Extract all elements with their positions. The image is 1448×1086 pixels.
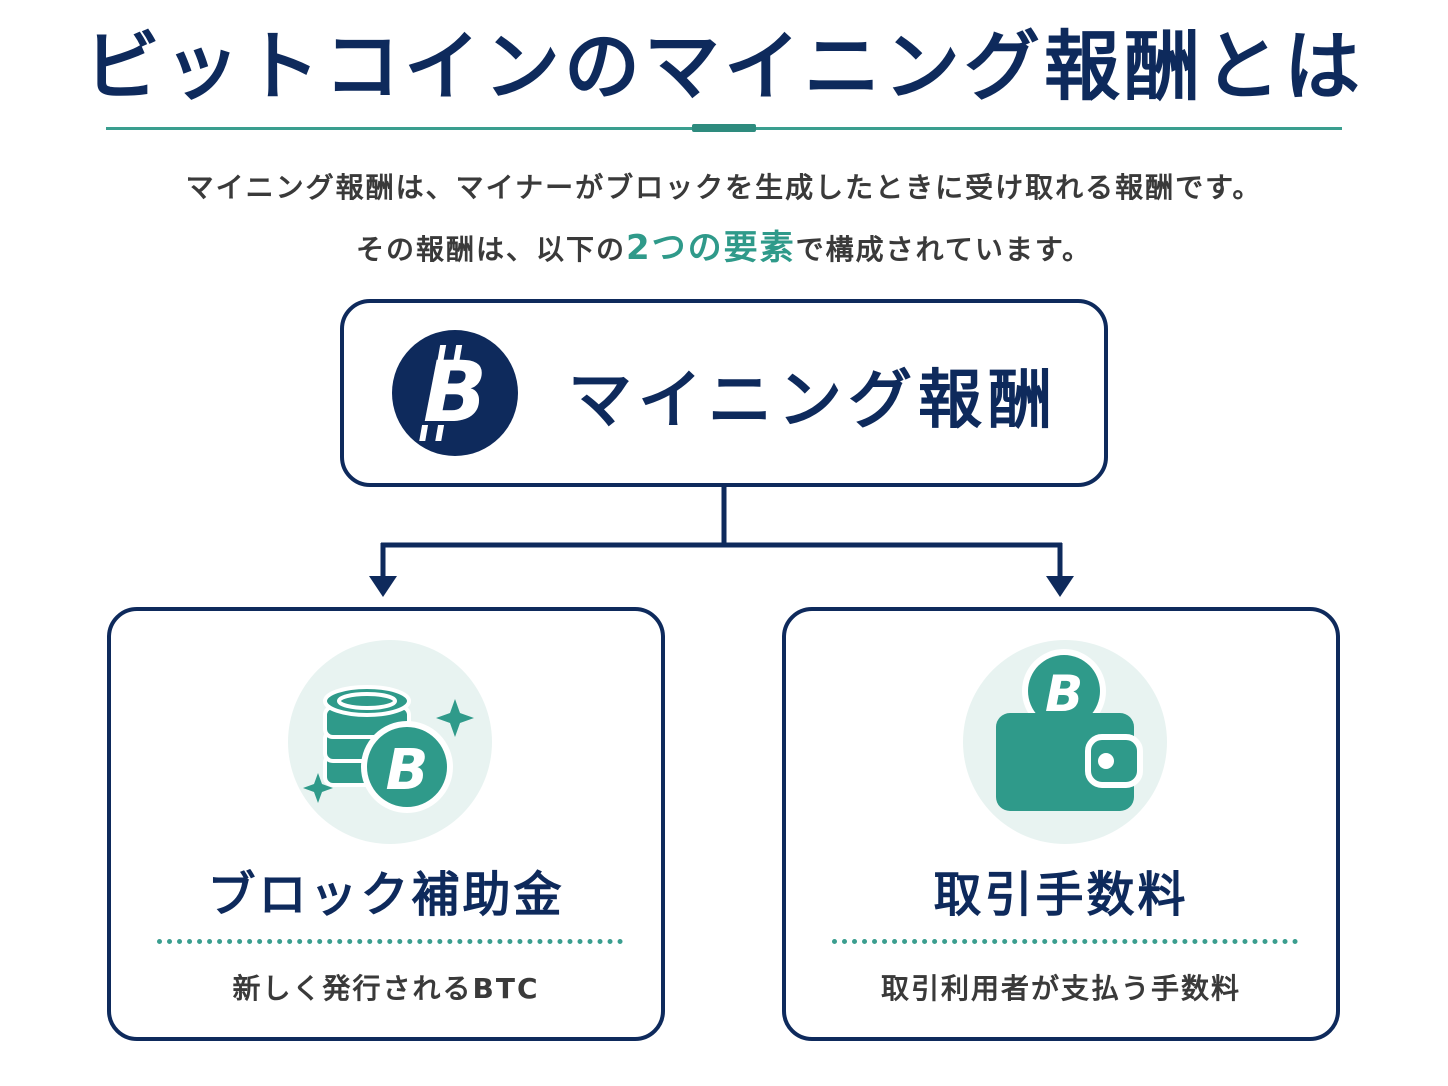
arrow-down-left: [369, 576, 397, 597]
intro-line-1: マイニング報酬は、マイナーがブロックを生成したときに受け取れる報酬です。: [185, 171, 1263, 204]
block-subsidy-title: ブロック補助金: [207, 867, 565, 923]
arrow-down-right: [1046, 576, 1074, 597]
title-underline-accent: [692, 124, 756, 132]
intro-highlight: 2つの要素: [625, 228, 796, 268]
intro-line-2: その報酬は、以下の2つの要素で構成されています。: [0, 220, 1448, 269]
node-block-subsidy: B ブロック補助金 新しく発行されるBTC: [107, 607, 665, 1041]
transaction-fee-title: 取引手数料: [933, 867, 1189, 923]
intro-line-2-start: その報酬は、以下の: [355, 233, 626, 266]
intro-line-2-end: で構成されています。: [795, 233, 1093, 266]
node-transaction-fee: B 取引手数料 取引利用者が支払う手数料: [782, 607, 1340, 1041]
root-node-mining-reward: B マイニング報酬: [340, 299, 1108, 487]
coin-stack-bitcoin-icon: B: [285, 637, 495, 851]
dotted-divider: [832, 939, 1298, 944]
svg-text:B: B: [386, 738, 429, 803]
bitcoin-icon: B: [391, 329, 519, 461]
transaction-fee-description: 取引利用者が支払う手数料: [880, 972, 1241, 1005]
page-title: ビットコインのマイニング報酬とは: [84, 22, 1364, 111]
root-node-label: マイニング報酬: [568, 364, 1058, 438]
block-subsidy-description: 新しく発行されるBTC: [232, 972, 540, 1005]
dotted-divider: [157, 939, 623, 944]
wallet-bitcoin-icon: B: [960, 637, 1170, 851]
